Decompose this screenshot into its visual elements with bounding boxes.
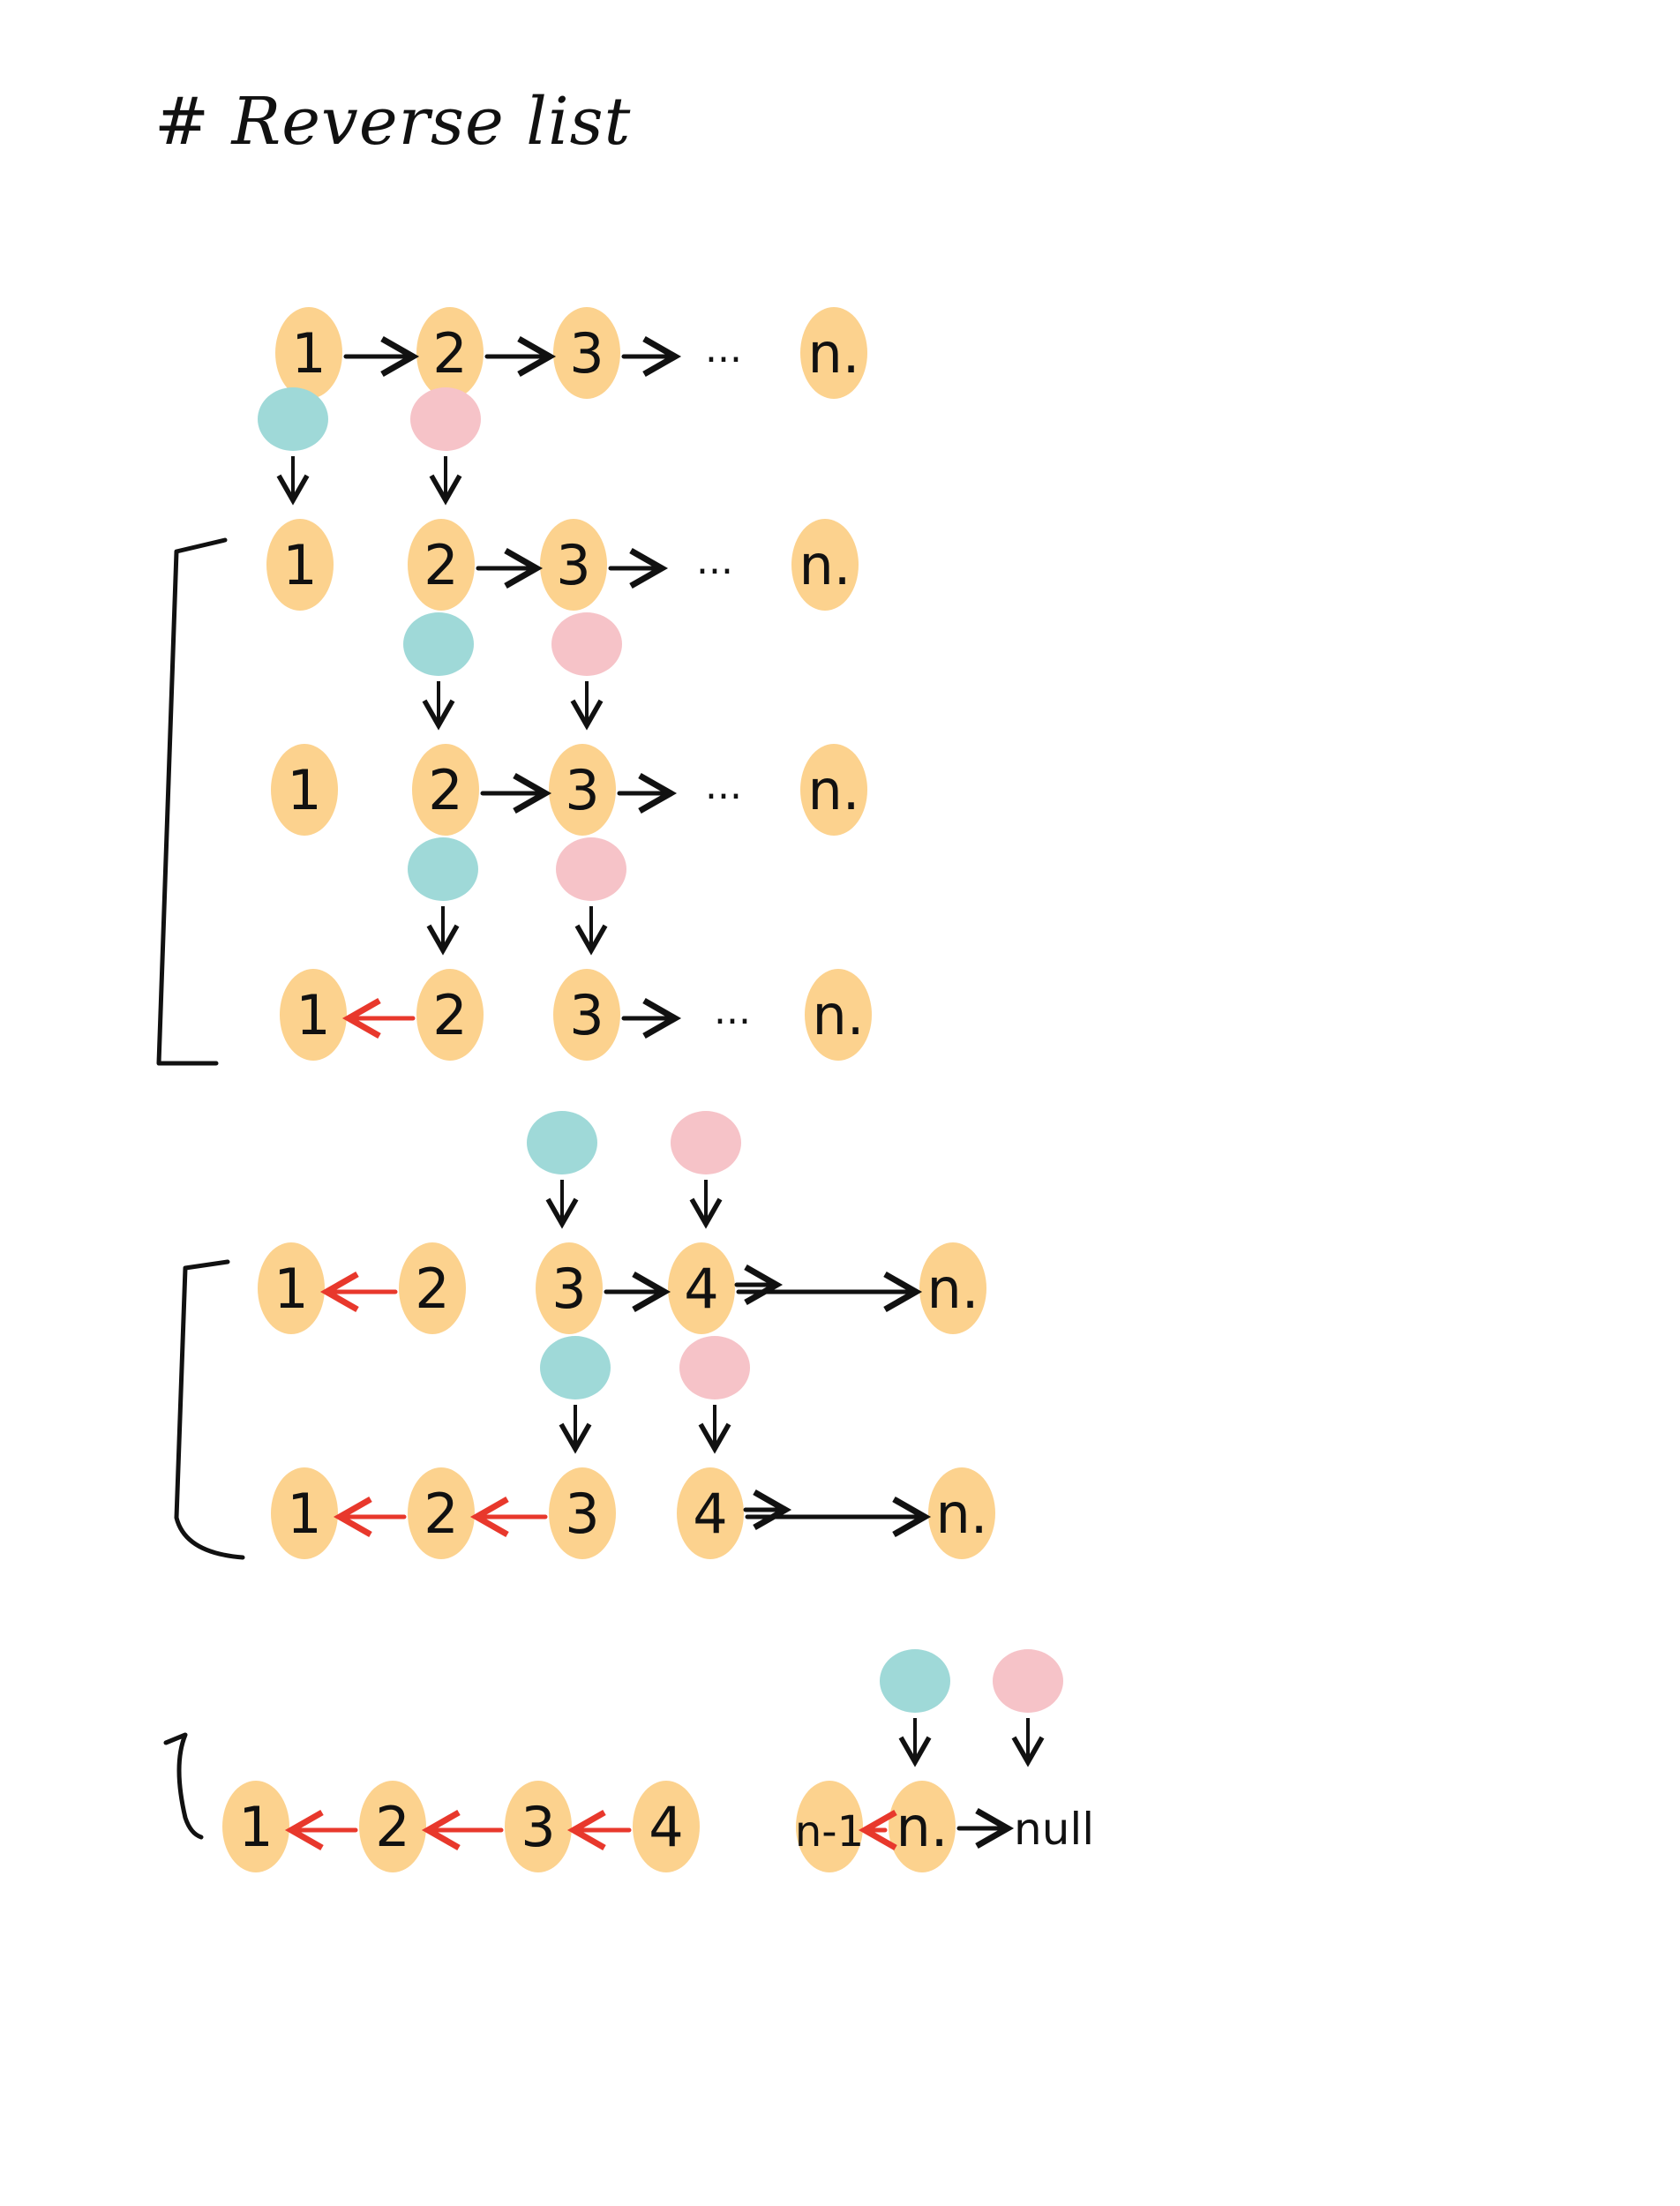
node-label: 2 xyxy=(432,321,467,386)
list-node-n xyxy=(805,969,872,1061)
prev-pointer xyxy=(880,1649,950,1713)
list-node-3 xyxy=(553,307,620,399)
curr-pointer xyxy=(679,1336,750,1399)
list-node-2 xyxy=(359,1781,426,1872)
node-label: 2 xyxy=(375,1795,409,1859)
ellipsis-label: ... xyxy=(705,763,742,808)
node-label: n. xyxy=(935,1482,987,1546)
loop-bracket-1 xyxy=(156,537,228,1066)
list-node-3 xyxy=(540,519,607,611)
page-title: # Reverse list xyxy=(154,84,632,160)
node-label: 1 xyxy=(238,1795,273,1859)
list-node-1 xyxy=(280,969,347,1061)
list-node-n xyxy=(800,307,867,399)
list-node-2 xyxy=(399,1242,466,1334)
list-node-2 xyxy=(412,744,479,836)
node-label: 3 xyxy=(521,1795,555,1859)
node-label: 3 xyxy=(556,533,590,597)
node-label: 1 xyxy=(274,1257,308,1321)
node-label: n. xyxy=(807,321,859,386)
curr-pointer xyxy=(993,1649,1063,1713)
list-node-n xyxy=(791,519,859,611)
node-label: 2 xyxy=(424,1482,458,1546)
list-node-1 xyxy=(275,307,342,399)
node-label: 3 xyxy=(565,1482,599,1546)
list-node-n xyxy=(889,1781,956,1872)
node-label: 3 xyxy=(551,1257,586,1321)
node-label: 1 xyxy=(291,321,326,386)
curr-pointer xyxy=(410,387,481,451)
prev-pointer xyxy=(403,612,474,676)
list-node-4 xyxy=(677,1467,744,1559)
prev-pointer xyxy=(540,1336,611,1399)
diagram-layer: 1 2 3 n.... 1 2 3 n.... 1 2 3 n.... 1 2 3 n.... 1 2 3 4 n. 1 2… xyxy=(222,307,1094,1872)
node-label: 2 xyxy=(428,758,462,822)
node-label: 1 xyxy=(296,983,330,1047)
list-node-n xyxy=(928,1467,995,1559)
node-label: 2 xyxy=(432,983,467,1047)
loop-brackets xyxy=(156,537,245,1840)
prev-pointer xyxy=(408,837,478,901)
ellipsis-label: ... xyxy=(696,538,733,583)
node-label: 3 xyxy=(565,758,599,822)
list-node-3 xyxy=(549,744,616,836)
list-node-3 xyxy=(505,1781,572,1872)
null-label: null xyxy=(1014,1804,1094,1855)
loop-bracket-3 xyxy=(163,1732,204,1840)
node-label: 2 xyxy=(415,1257,449,1321)
node-label: 3 xyxy=(569,983,604,1047)
prev-pointer xyxy=(527,1111,597,1174)
list-node-3 xyxy=(536,1242,603,1334)
curr-pointer xyxy=(671,1111,741,1174)
prev-pointer xyxy=(258,387,328,451)
ellipsis-label: ... xyxy=(714,988,751,1033)
list-node-n xyxy=(919,1242,986,1334)
ellipsis-label: ... xyxy=(705,326,742,371)
node-label: 1 xyxy=(282,533,317,597)
list-node-4 xyxy=(633,1781,700,1872)
list-node-1 xyxy=(258,1242,325,1334)
list-node-2 xyxy=(408,1467,475,1559)
list-node-3 xyxy=(549,1467,616,1559)
list-node-4 xyxy=(668,1242,735,1334)
node-label: 3 xyxy=(569,321,604,386)
list-node-3 xyxy=(553,969,620,1061)
list-node-2 xyxy=(408,519,475,611)
list-node-1 xyxy=(266,519,334,611)
list-node-2 xyxy=(416,969,484,1061)
node-label: 1 xyxy=(287,758,321,822)
list-node-n xyxy=(800,744,867,836)
list-node-1 xyxy=(222,1781,289,1872)
list-node-1 xyxy=(271,744,338,836)
node-label: n. xyxy=(807,758,859,822)
list-node-1 xyxy=(271,1467,338,1559)
node-label: 2 xyxy=(424,533,458,597)
node-label: n-1 xyxy=(795,1807,864,1857)
node-label: 4 xyxy=(649,1795,683,1859)
node-label: n. xyxy=(896,1795,948,1859)
curr-pointer xyxy=(556,837,626,901)
node-label: 1 xyxy=(287,1482,321,1546)
node-label: n. xyxy=(926,1257,979,1321)
curr-pointer xyxy=(551,612,622,676)
list-node-n-1 xyxy=(796,1781,863,1872)
node-label: n. xyxy=(812,983,864,1047)
node-label: 4 xyxy=(684,1257,718,1321)
loop-bracket-2 xyxy=(174,1259,245,1560)
node-label: n. xyxy=(799,533,851,597)
list-node-2 xyxy=(416,307,484,399)
node-label: 4 xyxy=(693,1482,727,1546)
